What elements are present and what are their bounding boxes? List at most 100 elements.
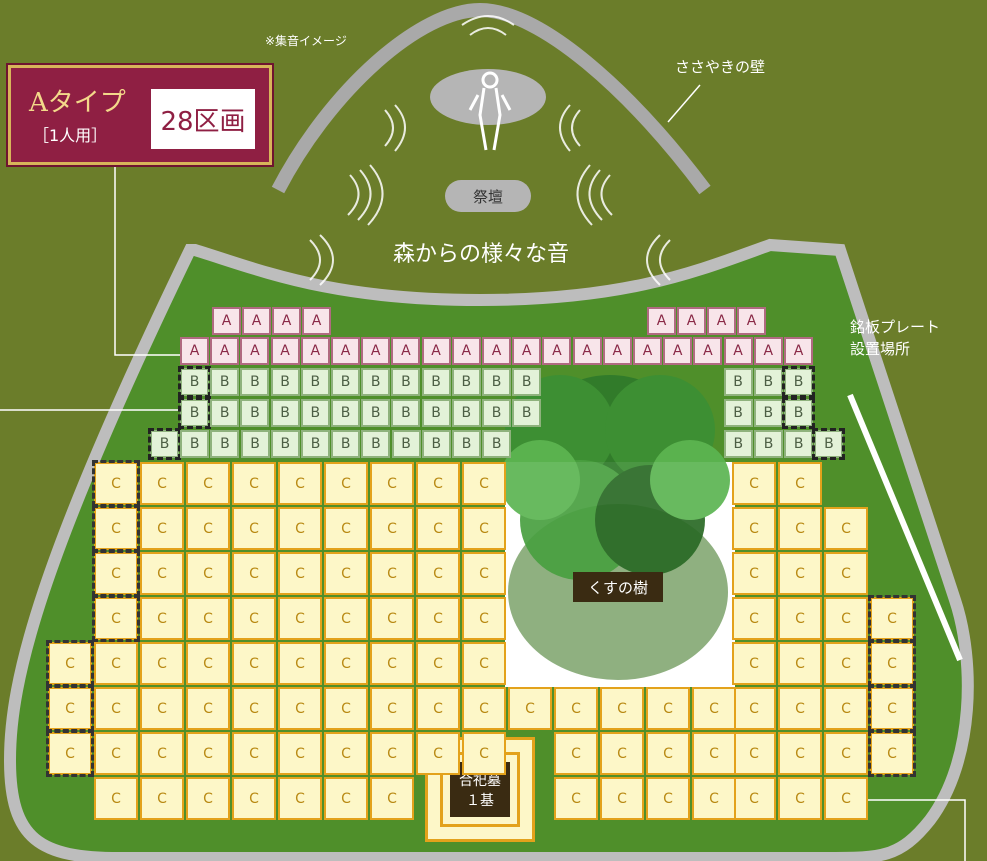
plot-a[interactable]: A [633, 337, 662, 365]
plot-c[interactable]: C [646, 732, 690, 775]
plot-b[interactable]: B [300, 368, 330, 396]
plot-b[interactable]: B [361, 368, 391, 396]
plot-a[interactable]: A [302, 307, 331, 335]
plot-c[interactable]: C [824, 642, 868, 685]
plot-c[interactable]: C [692, 777, 736, 820]
plot-b[interactable]: B [178, 397, 211, 429]
plot-c[interactable]: C [324, 462, 368, 505]
plot-a[interactable]: A [707, 307, 736, 335]
plot-c[interactable]: C [824, 597, 868, 640]
plot-c[interactable]: C [92, 595, 140, 642]
plot-a[interactable]: A [180, 337, 209, 365]
plot-c[interactable]: C [600, 732, 644, 775]
plot-b[interactable]: B [178, 366, 211, 398]
plot-c[interactable]: C [94, 777, 138, 820]
plot-b[interactable]: B [270, 430, 300, 458]
plot-c[interactable]: C [324, 732, 368, 775]
plot-c[interactable]: C [324, 687, 368, 730]
plot-c[interactable]: C [868, 640, 916, 687]
plot-c[interactable]: C [46, 730, 94, 777]
plot-a[interactable]: A [212, 307, 241, 335]
plot-c[interactable]: C [778, 507, 822, 550]
plot-a[interactable]: A [784, 337, 813, 365]
plot-c[interactable]: C [778, 462, 822, 505]
plot-a[interactable]: A [240, 337, 270, 365]
plot-c[interactable]: C [732, 732, 776, 775]
plot-b[interactable]: B [391, 430, 421, 458]
plot-b[interactable]: B [240, 399, 270, 427]
plot-c[interactable]: C [278, 687, 322, 730]
plot-c[interactable]: C [278, 462, 322, 505]
plot-c[interactable]: C [186, 552, 230, 595]
plot-b[interactable]: B [723, 430, 753, 458]
plot-b[interactable]: B [270, 399, 300, 427]
plot-c[interactable]: C [824, 507, 868, 550]
plot-c[interactable]: C [140, 462, 184, 505]
plot-b[interactable]: B [753, 368, 783, 396]
plot-b[interactable]: B [482, 399, 511, 427]
plot-c[interactable]: C [778, 687, 822, 730]
plot-c[interactable]: C [278, 777, 322, 820]
plot-c[interactable]: C [92, 505, 140, 552]
plot-c[interactable]: C [94, 642, 138, 685]
plot-a[interactable]: A [300, 337, 330, 365]
plot-b[interactable]: B [391, 399, 421, 427]
plot-c[interactable]: C [732, 777, 776, 820]
plot-c[interactable]: C [778, 642, 822, 685]
plot-c[interactable]: C [646, 687, 690, 730]
plot-c[interactable]: C [462, 597, 506, 640]
plot-c[interactable]: C [868, 595, 916, 642]
plot-b[interactable]: B [482, 368, 511, 396]
plot-c[interactable]: C [92, 550, 140, 597]
plot-c[interactable]: C [278, 597, 322, 640]
plot-c[interactable]: C [692, 687, 736, 730]
plot-c[interactable]: C [554, 732, 598, 775]
plot-c[interactable]: C [370, 552, 414, 595]
plot-c[interactable]: C [140, 552, 184, 595]
plot-c[interactable]: C [554, 777, 598, 820]
plot-c[interactable]: C [232, 597, 276, 640]
plot-c[interactable]: C [508, 687, 552, 730]
plot-c[interactable]: C [232, 552, 276, 595]
plot-b[interactable]: B [452, 430, 481, 458]
plot-b[interactable]: B [331, 430, 361, 458]
plot-b[interactable]: B [210, 399, 240, 427]
plot-c[interactable]: C [416, 732, 460, 775]
plot-c[interactable]: C [278, 552, 322, 595]
plot-c[interactable]: C [186, 597, 230, 640]
plot-b[interactable]: B [482, 430, 512, 458]
plot-c[interactable]: C [278, 507, 322, 550]
plot-c[interactable]: C [462, 732, 506, 775]
plot-c[interactable]: C [186, 732, 230, 775]
plot-a[interactable]: A [331, 337, 360, 365]
plot-c[interactable]: C [370, 597, 414, 640]
plot-b[interactable]: B [240, 430, 270, 458]
plot-c[interactable]: C [732, 552, 776, 595]
plot-a[interactable]: A [602, 337, 632, 365]
plot-a[interactable]: A [572, 337, 602, 365]
plot-c[interactable]: C [554, 687, 598, 730]
plot-a[interactable]: A [647, 307, 676, 335]
plot-c[interactable]: C [324, 552, 368, 595]
plot-b[interactable]: B [148, 428, 181, 460]
plot-b[interactable]: B [331, 368, 360, 396]
plot-b[interactable]: B [723, 399, 753, 427]
plot-a[interactable]: A [242, 307, 271, 335]
plot-c[interactable]: C [370, 462, 414, 505]
plot-c[interactable]: C [232, 687, 276, 730]
plot-c[interactable]: C [324, 642, 368, 685]
plot-a[interactable]: A [272, 307, 301, 335]
plot-c[interactable]: C [140, 777, 184, 820]
plot-c[interactable]: C [692, 732, 736, 775]
plot-c[interactable]: C [732, 687, 776, 730]
plot-c[interactable]: C [416, 507, 460, 550]
plot-c[interactable]: C [370, 507, 414, 550]
plot-a[interactable]: A [693, 337, 723, 365]
plot-c[interactable]: C [732, 462, 776, 505]
plot-c[interactable]: C [462, 642, 506, 685]
plot-a[interactable]: A [210, 337, 240, 365]
plot-a[interactable]: A [391, 337, 421, 365]
plot-c[interactable]: C [186, 642, 230, 685]
plot-a[interactable]: A [753, 337, 783, 365]
plot-c[interactable]: C [186, 462, 230, 505]
